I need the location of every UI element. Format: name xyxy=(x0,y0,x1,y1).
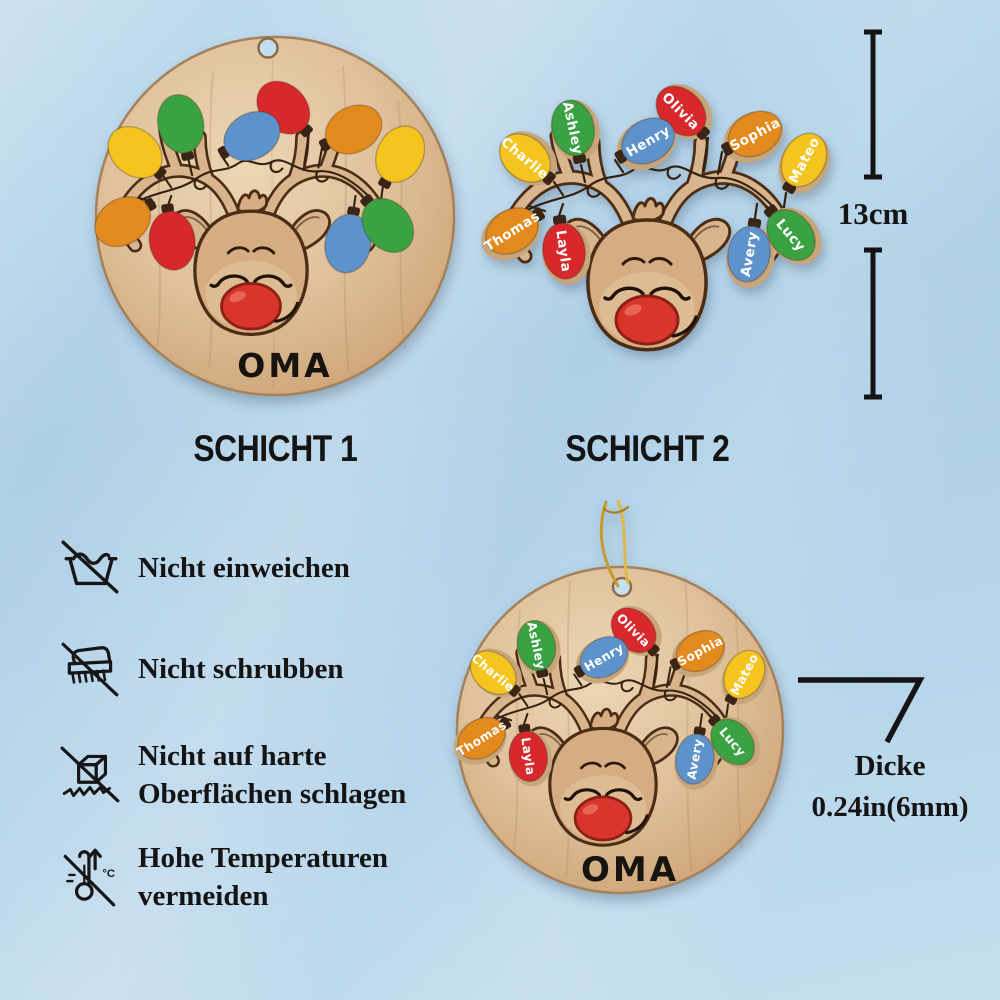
no-hard-surface-icon xyxy=(60,746,120,803)
light-bulb: Avery xyxy=(674,726,718,790)
light-bulb: Henry xyxy=(614,117,676,171)
no-scrub-icon xyxy=(61,642,119,697)
light-bulb xyxy=(324,206,372,274)
bulb-socket xyxy=(161,203,174,213)
hanging-string xyxy=(599,500,630,588)
care-text: Nicht einweichen xyxy=(138,551,350,584)
light-bulb: Charlie xyxy=(469,648,522,698)
light-bulb: Sophia xyxy=(721,110,783,163)
light-bulb: Layla xyxy=(542,214,591,285)
light-bulb: Thomas xyxy=(481,207,546,261)
bulb-socket xyxy=(508,684,521,697)
care-row-no-scrub: Nicht schrubben xyxy=(58,636,343,702)
bulb-socket xyxy=(153,166,167,180)
bulb-socket xyxy=(347,206,361,217)
bulb-socket xyxy=(532,207,546,222)
hanging-hole xyxy=(257,37,279,59)
light-bulb: Mateo xyxy=(778,132,830,194)
light-bulb xyxy=(107,125,167,180)
bulb-socket xyxy=(144,197,157,211)
bulb-socket xyxy=(696,126,711,141)
bulb-socket xyxy=(360,194,374,207)
light-bulb: Lucy xyxy=(708,714,761,769)
bulb-socket xyxy=(552,214,567,225)
light-bulb: Avery xyxy=(726,217,775,289)
bulb-socket xyxy=(181,150,195,161)
light-bulb: Ashley xyxy=(550,99,600,165)
light-bulb xyxy=(148,203,196,271)
light-bulb xyxy=(217,110,281,162)
bulb-name-label: Avery xyxy=(738,230,762,278)
bulb-socket xyxy=(572,153,587,165)
bulb-socket xyxy=(708,714,721,727)
layer2-label: SCHICHT 2 xyxy=(564,428,730,469)
light-bulb: Henry xyxy=(573,635,629,684)
layer1-ornament-base: OMA xyxy=(94,35,456,397)
care-text: Nicht schrubben xyxy=(138,652,344,685)
bulb-socket xyxy=(763,204,778,218)
light-bulb: Ashley xyxy=(516,619,561,679)
light-bulbs-layer xyxy=(94,80,426,274)
bulb-socket xyxy=(518,723,531,733)
bulb-socket xyxy=(747,217,762,229)
light-bulb xyxy=(94,196,157,248)
avoid-high-temperature-icon: °C xyxy=(63,848,116,907)
bulb-socket xyxy=(300,124,313,138)
light-bulb: Lucy xyxy=(763,204,822,265)
light-bulb xyxy=(375,125,426,189)
height-measurement-lines xyxy=(864,29,882,400)
bulb-socket xyxy=(536,668,549,679)
bulb-socket xyxy=(693,726,706,736)
light-bulb xyxy=(156,93,205,161)
care-row-no-soak: Nicht einweichen xyxy=(58,535,350,601)
base-name-text: OMA xyxy=(237,346,332,385)
thickness-leader-line xyxy=(798,677,925,744)
layer1-label: SCHICHT 1 xyxy=(192,428,358,469)
light-bulb xyxy=(318,104,383,155)
thickness-value-label: Dicke 0.24in(6mm) xyxy=(811,750,969,824)
bulb-name-label: Layla xyxy=(552,229,574,273)
bulb-name-label: Layla xyxy=(518,737,537,777)
celsius-unit: °C xyxy=(102,868,115,880)
light-bulb xyxy=(360,194,415,254)
light-bulb: Layla xyxy=(508,723,553,787)
bulb-socket xyxy=(647,644,660,657)
base-name-text: OMA xyxy=(581,850,679,890)
bulb-socket xyxy=(542,171,556,186)
light-bulb: Mateo xyxy=(721,649,768,705)
height-value-label: 13cm xyxy=(837,196,909,231)
light-bulb: Thomas xyxy=(453,716,512,765)
no-soak-icon xyxy=(61,540,119,594)
light-bulb: Charlie xyxy=(497,131,557,186)
bulb-socket xyxy=(499,717,512,730)
light-bulb: Sophia xyxy=(669,629,725,677)
